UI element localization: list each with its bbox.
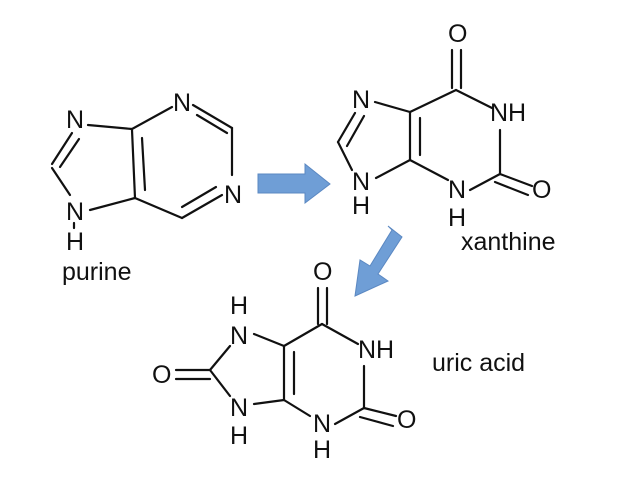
- xanthine-label: xanthine: [461, 228, 556, 256]
- bond: [130, 105, 174, 131]
- bond: [50, 131, 74, 166]
- uric-acid-atom-o: O: [313, 258, 332, 286]
- xanthine-atom-nh: NH: [490, 99, 526, 127]
- bond: [140, 136, 147, 192]
- purine-atom-n: N: [66, 198, 84, 226]
- arrow-right: [257, 162, 331, 205]
- bond: [180, 185, 218, 209]
- arrow-down: [354, 225, 403, 297]
- bond: [191, 103, 234, 130]
- bond: [195, 113, 229, 135]
- bond: [50, 166, 72, 197]
- bond: [180, 193, 224, 220]
- bond: [252, 332, 286, 348]
- bond: [86, 123, 134, 131]
- uric-acid-label: uric acid: [432, 349, 525, 377]
- bond: [282, 398, 312, 418]
- xanthine-atom-h: H: [352, 192, 370, 220]
- bond: [345, 114, 366, 148]
- purine-label: purine: [62, 258, 132, 286]
- uric-acid-atom-o: O: [152, 361, 171, 389]
- purine-atom-n: N: [66, 106, 84, 134]
- bond: [493, 180, 530, 197]
- xanthine-atom-o: O: [532, 176, 551, 204]
- purine-atom-n: N: [224, 181, 242, 209]
- bond: [358, 415, 395, 428]
- bond: [252, 398, 286, 406]
- bond: [320, 322, 360, 346]
- bond: [282, 322, 324, 348]
- bond: [333, 406, 366, 426]
- xanthine-atom-n: N: [448, 176, 466, 204]
- xanthine-atom-n: N: [352, 86, 370, 114]
- xanthine-atom-h: H: [448, 204, 466, 232]
- xanthine-atom-o: O: [448, 20, 467, 48]
- bond: [58, 137, 81, 169]
- uric-acid-structure: O NH O N H H N O N H: [152, 258, 416, 464]
- bond: [374, 158, 412, 180]
- uric-acid-atom-h: H: [230, 422, 248, 450]
- bond: [133, 196, 184, 220]
- bond: [408, 158, 450, 182]
- purine-structure: N N N N H: [50, 89, 242, 256]
- uric-acid-atom-o: O: [397, 406, 416, 434]
- bond: [88, 196, 137, 212]
- uric-acid-atom-n: N: [230, 394, 248, 422]
- bond: [208, 344, 232, 372]
- uric-acid-atom-h: H: [313, 436, 331, 464]
- bond: [336, 111, 357, 144]
- uric-acid-atom-h: H: [230, 292, 248, 320]
- purine-atom-n: N: [173, 89, 191, 117]
- bond: [373, 100, 412, 114]
- uric-acid-atom-n: N: [313, 410, 331, 438]
- bond: [208, 368, 232, 398]
- bond: [454, 88, 494, 110]
- xanthine-structure: O NH O N H N N H: [336, 20, 551, 232]
- xanthine-atom-n: N: [352, 168, 370, 196]
- bond: [468, 172, 502, 192]
- bond: [408, 88, 458, 114]
- purine-atom-h: H: [66, 228, 84, 256]
- uric-acid-atom-n: N: [230, 322, 248, 350]
- bond: [336, 140, 354, 172]
- bond: [362, 406, 398, 418]
- bond: [130, 128, 137, 200]
- uric-acid-atom-nh: NH: [358, 336, 394, 364]
- bond: [498, 172, 534, 188]
